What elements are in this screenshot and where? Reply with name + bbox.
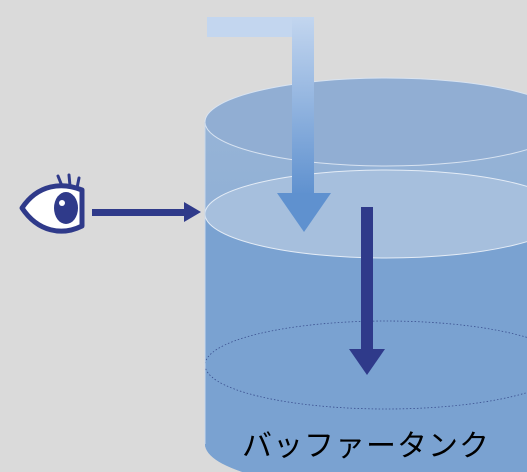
observation-shaft [92,209,187,216]
eye-iris [54,192,78,224]
inflow-horizontal [207,17,314,37]
outflow-shaft [361,207,373,351]
eye-icon [19,173,85,234]
outflow-arrowhead [349,349,385,375]
inflow-arrowhead [277,193,331,232]
observation-arrowhead [184,202,201,222]
eye-lashes [56,173,81,190]
inflow-arrow [207,17,331,232]
observation-arrow [92,202,201,222]
eye-highlight [59,200,65,206]
outflow-arrow [349,207,385,375]
inflow-vertical [292,17,314,195]
lower-level-ellipse [204,320,527,410]
tank-label: バッファータンク [242,429,490,464]
